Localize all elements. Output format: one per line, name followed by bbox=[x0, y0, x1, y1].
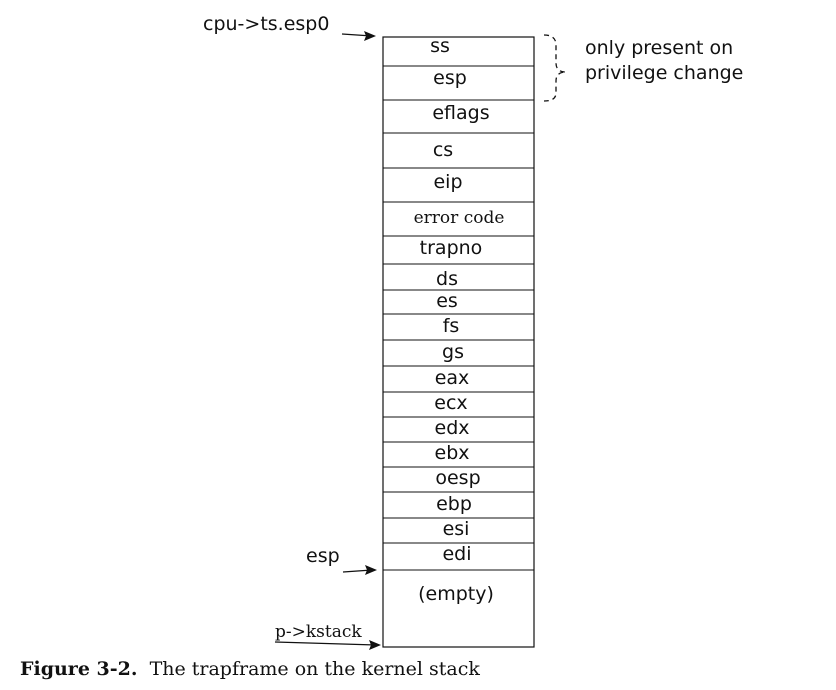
pointer-esp: esp bbox=[306, 545, 377, 575]
field-eip: eip bbox=[433, 171, 462, 193]
pointer-top-arrowhead bbox=[364, 31, 376, 41]
field-ds: ds bbox=[436, 268, 458, 290]
pointer-esp-label: esp bbox=[306, 545, 340, 567]
pointer-bottom-arrowhead bbox=[369, 640, 381, 650]
field-esi: esi bbox=[443, 518, 470, 540]
field-edi: edi bbox=[442, 543, 471, 565]
field-oesp: oesp bbox=[435, 467, 480, 489]
pointer-bottom-line bbox=[274, 641, 377, 646]
stack-fields: ss esp eflags cs eip error code trapno d… bbox=[414, 35, 505, 605]
pointer-bottom: p->kstack bbox=[274, 622, 381, 650]
field-ebx: ebx bbox=[435, 442, 470, 464]
brace-annotation: only present on privilege change bbox=[543, 34, 743, 102]
field-ss: ss bbox=[430, 35, 450, 57]
field-ebp: ebp bbox=[436, 493, 472, 515]
field-es: es bbox=[436, 290, 458, 312]
annotation-line-1: only present on bbox=[585, 37, 733, 59]
field-eflags: eflags bbox=[432, 102, 489, 124]
field-error-code: error code bbox=[414, 208, 505, 228]
field-edx: edx bbox=[435, 417, 470, 439]
field-eax: eax bbox=[435, 367, 470, 389]
field-cs: cs bbox=[433, 139, 453, 161]
caption-text: The trapframe on the kernel stack bbox=[149, 658, 480, 680]
caption-label: Figure 3-2. bbox=[20, 658, 138, 680]
field-gs: gs bbox=[442, 341, 464, 363]
stack-box bbox=[382, 36, 535, 648]
pointer-top-label: cpu->ts.esp0 bbox=[203, 13, 329, 35]
dashed-brace bbox=[543, 34, 567, 102]
annotation-line-2: privilege change bbox=[585, 62, 743, 84]
figure-caption: Figure 3-2. The trapframe on the kernel … bbox=[20, 658, 480, 680]
field-ecx: ecx bbox=[434, 392, 467, 414]
pointer-esp-arrowhead bbox=[365, 565, 377, 575]
pointer-top: cpu->ts.esp0 bbox=[203, 13, 376, 41]
field-esp: esp bbox=[433, 67, 467, 89]
field-fs: fs bbox=[443, 315, 460, 337]
field-empty: (empty) bbox=[418, 583, 494, 605]
field-trapno: trapno bbox=[420, 237, 483, 259]
stack-dividers bbox=[383, 65, 534, 571]
pointer-bottom-label: p->kstack bbox=[275, 622, 362, 642]
